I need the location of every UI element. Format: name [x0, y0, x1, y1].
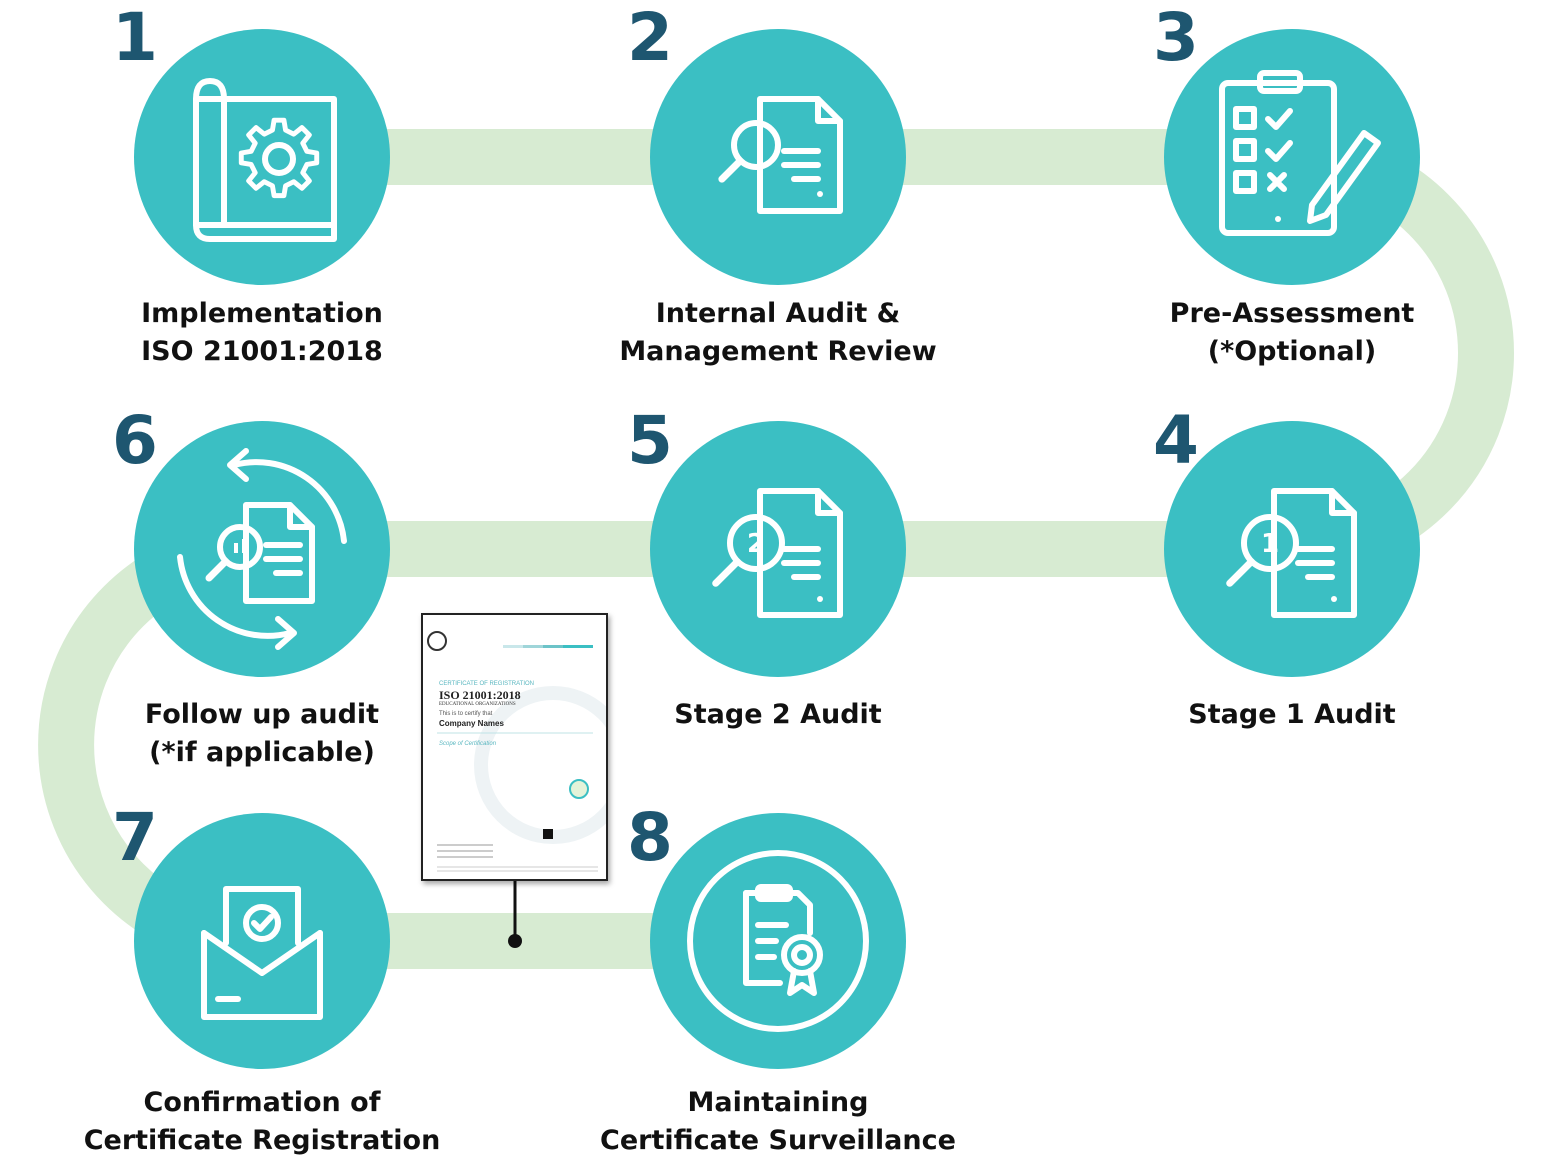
svg-text:2: 2: [747, 529, 765, 559]
envelope-certificate-icon: [201, 886, 323, 1020]
step-6-label: Follow up audit (*if applicable): [62, 696, 462, 772]
certificate-badge-icon: [687, 850, 869, 1032]
step-4-label-line: Stage 1 Audit: [1188, 699, 1396, 730]
step-2-label-line: Internal Audit &: [655, 298, 901, 329]
document-magnifier-2-icon: 2: [712, 488, 843, 618]
step-8-circle: [650, 813, 906, 1069]
step-2-number: 2: [627, 0, 673, 76]
step-3-label-line: (*Optional): [1207, 336, 1377, 367]
step-3-label: Pre-Assessment (*Optional): [1092, 295, 1492, 371]
step-6-label-line: (*if applicable): [149, 737, 375, 768]
step-3-label-line: Pre-Assessment: [1169, 298, 1415, 329]
step-7-label-line: Confirmation of: [143, 1087, 381, 1118]
certificate-subheading: EDUCATIONAL ORGANIZATIONS: [439, 702, 516, 707]
certificate-heading: CERTIFICATE OF REGISTRATION: [439, 681, 535, 687]
svg-text:1: 1: [1261, 529, 1279, 559]
certificate-standard: ISO 21001:2018: [439, 688, 521, 702]
step-3-number: 3: [1153, 0, 1199, 76]
sample-certificate-image: CERTIFICATE OF REGISTRATION ISO 21001:20…: [421, 613, 608, 881]
step-4-number: 4: [1153, 402, 1199, 479]
clipboard-checklist-icon: [1219, 70, 1381, 236]
certificate-scope: Scope of Certification: [439, 741, 497, 747]
step-1-label-line: Implementation: [141, 298, 383, 329]
step-8-label-line: Certificate Surveillance: [600, 1125, 956, 1156]
step-2-label-line: Management Review: [619, 336, 937, 367]
step-8-number: 8: [627, 799, 673, 876]
step-1-circle: [134, 29, 390, 285]
step-5-label: Stage 2 Audit: [578, 696, 978, 734]
cycle-document-icon: [177, 448, 347, 650]
blueprint-gear-icon: [193, 78, 337, 242]
step-7-label-line: Certificate Registration: [83, 1125, 441, 1156]
step-7-circle: [134, 813, 390, 1069]
step-4-label: Stage 1 Audit: [1092, 696, 1492, 734]
step-6-number: 6: [112, 402, 158, 479]
step-6-label-line: Follow up audit: [144, 699, 380, 730]
certificate-certify-text: This is to certify that: [439, 711, 493, 717]
step-8-label-line: Maintaining: [687, 1087, 869, 1118]
document-magnifier-icon: [718, 96, 843, 214]
step-7-number: 7: [112, 799, 158, 876]
step-1-number: 1: [112, 0, 158, 76]
step-5-circle: 2: [650, 421, 906, 677]
step-4-circle: 1: [1164, 421, 1420, 677]
certificate-pointer-dot: [508, 934, 522, 948]
certificate-company: Company Names: [439, 719, 504, 728]
step-1-label-line: ISO 21001:2018: [141, 336, 383, 367]
step-7-label: Confirmation of Certificate Registration: [62, 1084, 462, 1160]
step-5-number: 5: [627, 402, 673, 479]
step-2-circle: [650, 29, 906, 285]
document-magnifier-1-icon: 1: [1226, 488, 1357, 618]
step-3-circle: [1164, 29, 1420, 285]
step-5-label-line: Stage 2 Audit: [674, 699, 882, 730]
step-2-label: Internal Audit & Management Review: [578, 295, 978, 371]
step-6-circle: [134, 421, 390, 677]
